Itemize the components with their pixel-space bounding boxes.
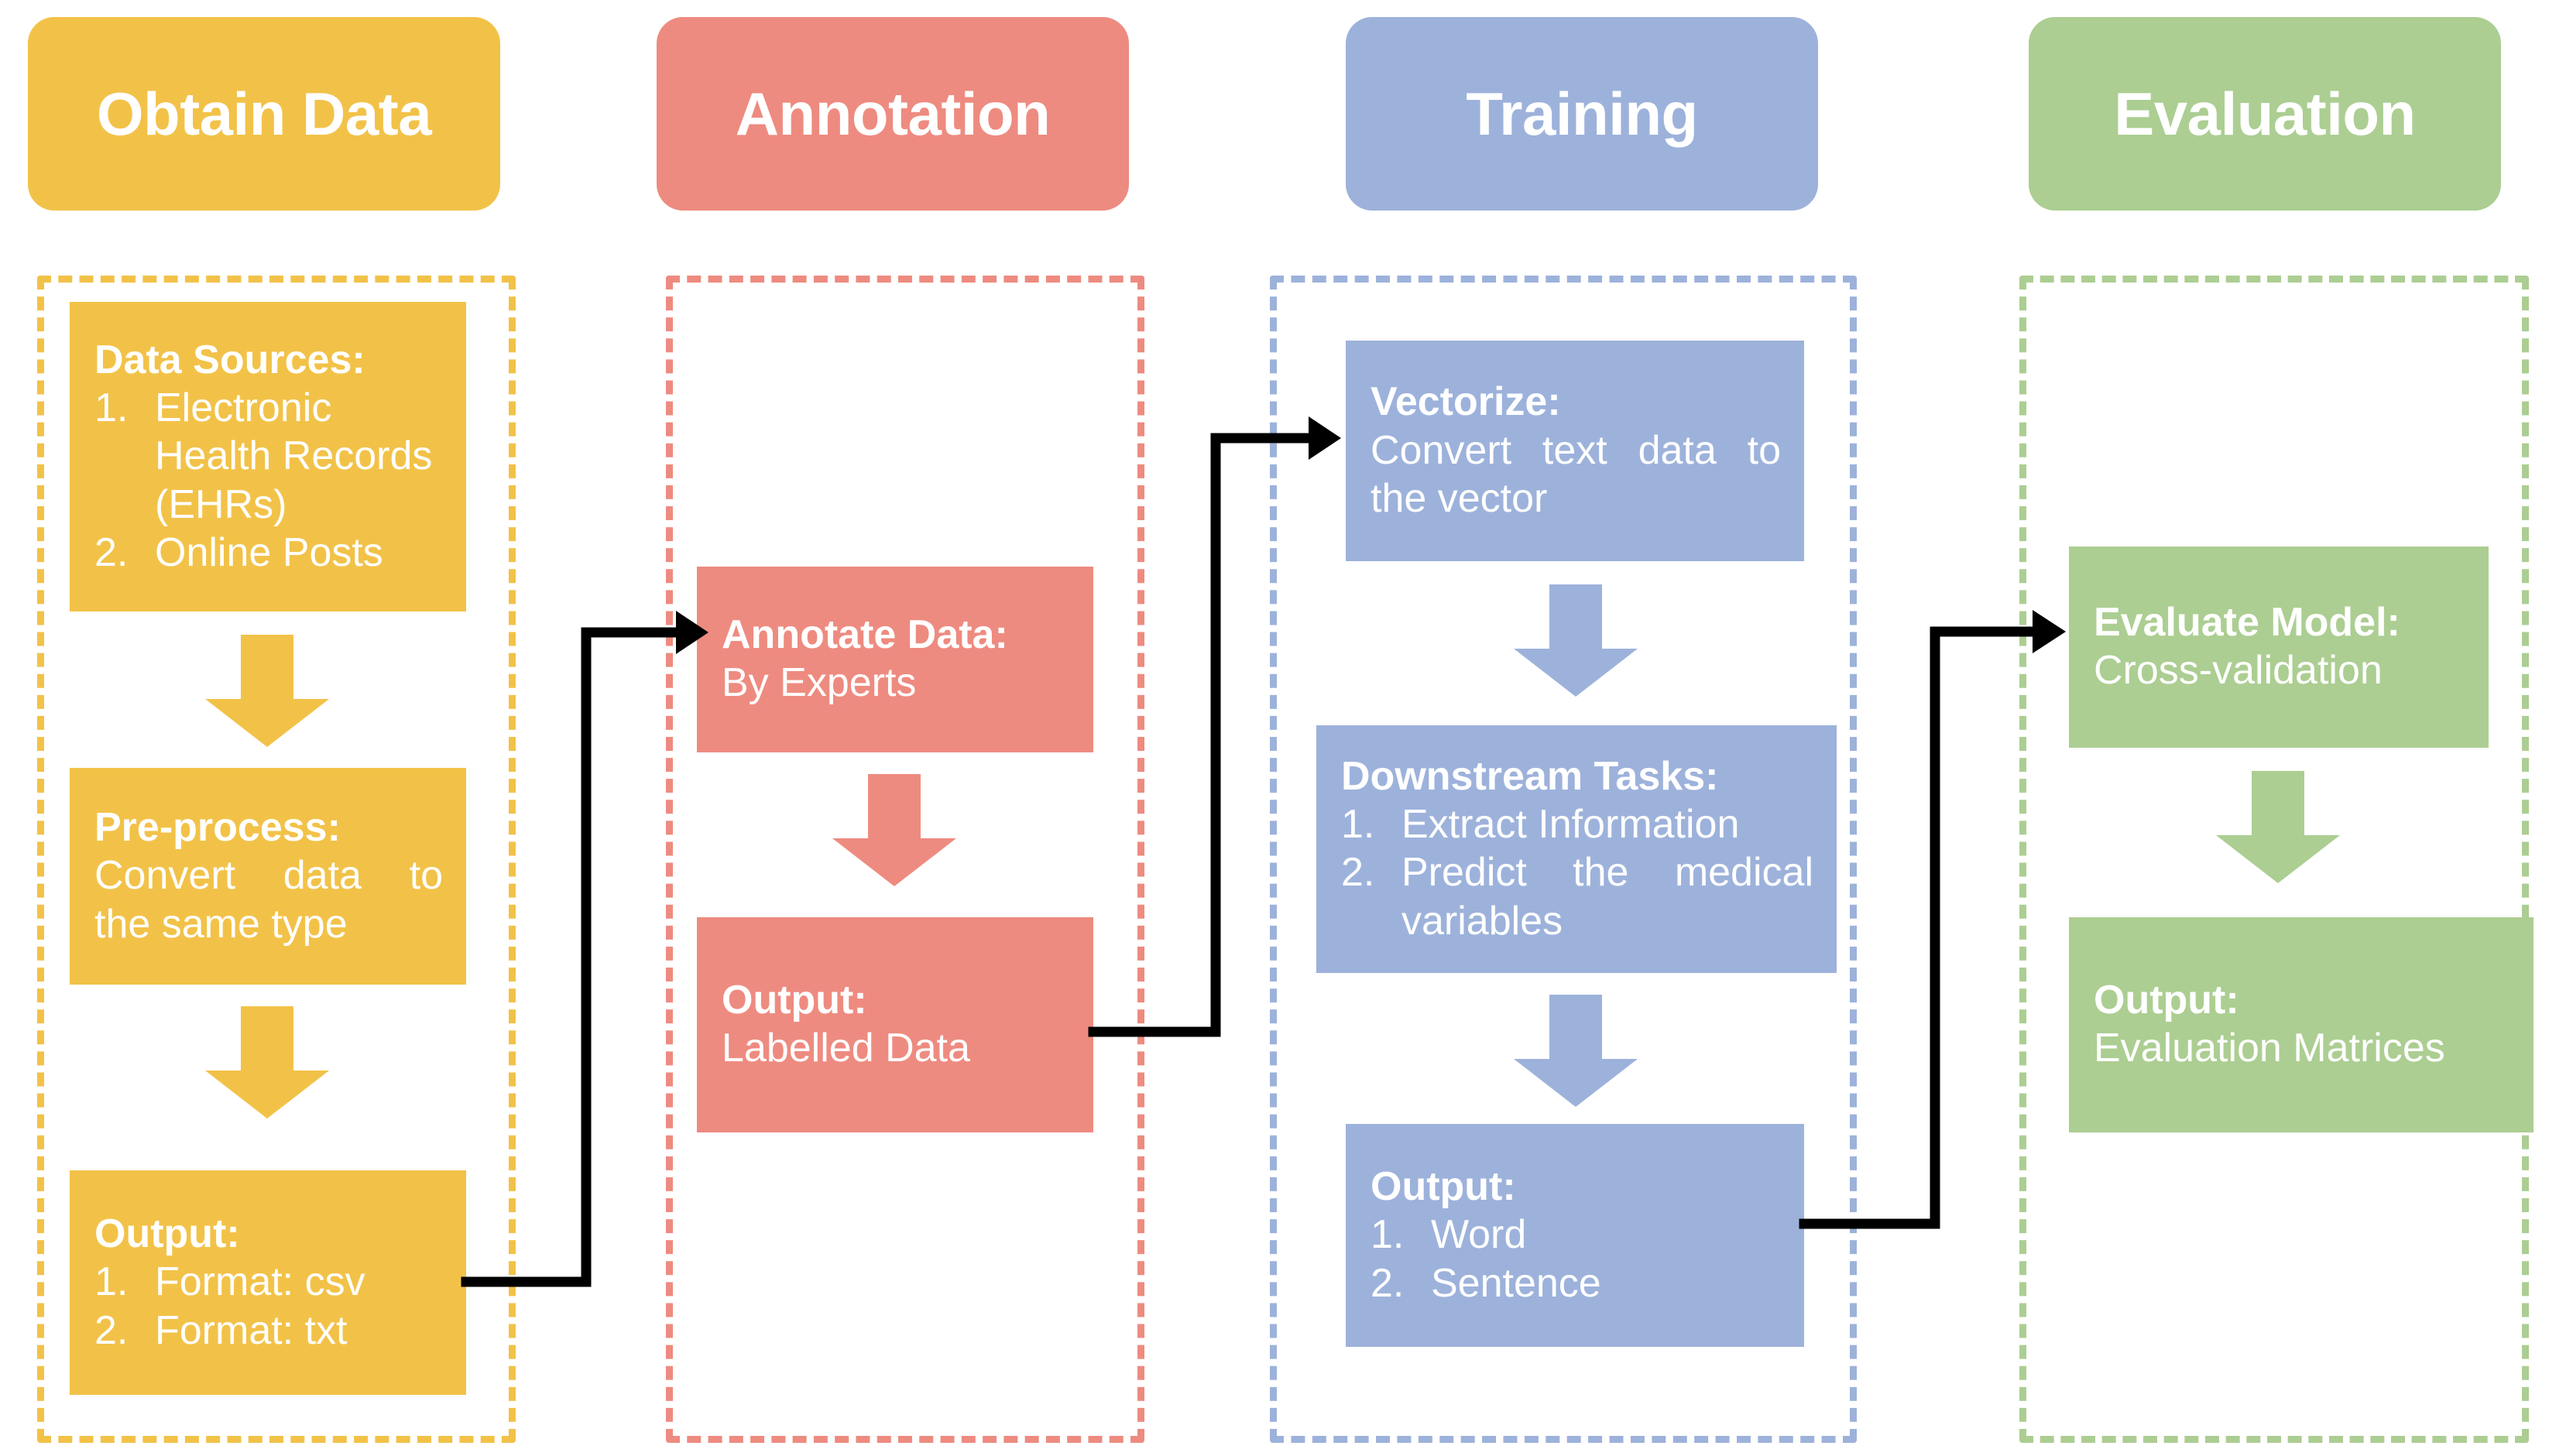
node-line: Convert text data to (1371, 427, 1781, 473)
node-line: Labelled Data (722, 1026, 970, 1071)
node-line: Convert data to (94, 853, 443, 899)
list-item: 1. Word (1371, 1211, 1781, 1259)
list-number: 1. (94, 1259, 129, 1305)
node-line: Cross-validation (2094, 648, 2383, 694)
stage-header-evaluation: Evaluation (2029, 17, 2501, 211)
node-line: the same type (94, 901, 348, 947)
node-title: Evaluate Model: (2094, 600, 2400, 646)
stage-header-label: Training (1466, 79, 1698, 148)
stage-header-training: Training (1346, 17, 1818, 211)
stage-header-label: Evaluation (2114, 79, 2416, 148)
node-title: Downstream Tasks: (1341, 753, 1719, 799)
list-number: 2. (94, 1307, 129, 1353)
node-line: By Experts (722, 660, 917, 706)
node-evaluation-output: Output: Evaluation Matrices (2069, 917, 2534, 1132)
list-text: Format: txt (155, 1307, 348, 1353)
stage-header-label: Annotation (735, 79, 1051, 148)
list-item: 2. Sentence (1371, 1259, 1781, 1307)
node-list: 1. Extract Information 2. Predict the me… (1341, 800, 1813, 945)
node-pre-process: Pre-process: Convert data to the same ty… (70, 768, 466, 985)
node-evaluate-model: Evaluate Model: Cross-validation (2069, 546, 2489, 748)
list-text: Online Posts (155, 530, 383, 576)
arrow-sources-to-preprocess-icon (205, 635, 329, 747)
list-item: 2. Format: txt (94, 1307, 443, 1355)
list-number: 2. (1341, 850, 1375, 896)
arrow-preprocess-to-output-icon (205, 1006, 329, 1119)
node-title: Output: (1371, 1163, 1516, 1209)
arrow-evaluate-to-output-icon (2216, 771, 2340, 883)
arrow-annotate-to-output-icon (832, 774, 956, 886)
arrow-tasks-to-output-icon (1514, 995, 1638, 1107)
list-number: 2. (94, 530, 129, 576)
list-number: 2. (1371, 1260, 1405, 1306)
list-text: Sentence (1431, 1260, 1601, 1306)
list-text: Word (1431, 1212, 1527, 1258)
list-item: 1. Electronic Health Records (EHRs) (94, 384, 443, 529)
list-item: 2. Online Posts (94, 529, 443, 577)
node-list: 1. Word 2. Sentence (1371, 1211, 1781, 1307)
node-annotate-data: Annotate Data: By Experts (697, 567, 1093, 752)
node-data-sources: Data Sources: 1. Electronic Health Recor… (70, 302, 466, 612)
node-line: the vector (1371, 476, 1548, 522)
node-title: Pre-process: (94, 804, 341, 850)
arrow-vectorize-to-tasks-icon (1514, 584, 1638, 697)
stage-header-obtain-data: Obtain Data (28, 17, 500, 211)
list-item: 1. Format: csv (94, 1258, 443, 1306)
list-number: 1. (94, 385, 129, 430)
node-downstream-tasks: Downstream Tasks: 1. Extract Information… (1316, 725, 1837, 973)
list-text: Format: csv (155, 1259, 365, 1305)
node-title: Output: (722, 978, 867, 1023)
stage-header-annotation: Annotation (657, 17, 1129, 211)
node-obtain-output: Output: 1. Format: csv 2. Format: txt (70, 1170, 466, 1395)
list-number: 1. (1341, 802, 1375, 848)
node-title: Output: (94, 1211, 240, 1256)
node-training-output: Output: 1. Word 2. Sentence (1346, 1124, 1804, 1347)
node-title: Data Sources: (94, 337, 365, 382)
node-list: 1. Electronic Health Records (EHRs) 2. O… (94, 384, 443, 577)
list-number: 1. (1371, 1212, 1405, 1258)
node-title: Output: (2094, 978, 2239, 1023)
list-item: 2. Predict the medical variables (1341, 848, 1813, 945)
node-title: Vectorize: (1371, 379, 1561, 425)
list-text: Electronic Health Records (EHRs) (155, 385, 433, 527)
node-title: Annotate Data: (722, 612, 1008, 658)
node-line: Evaluation Matrices (2094, 1026, 2445, 1071)
list-item: 1. Extract Information (1341, 800, 1813, 848)
node-list: 1. Format: csv 2. Format: txt (94, 1258, 443, 1355)
list-text: Predict the medical variables (1401, 850, 1813, 944)
node-annotation-output: Output: Labelled Data (697, 917, 1093, 1132)
list-text: Extract Information (1401, 802, 1740, 848)
stage-header-label: Obtain Data (96, 79, 432, 148)
node-vectorize: Vectorize: Convert text data to the vect… (1346, 341, 1804, 561)
